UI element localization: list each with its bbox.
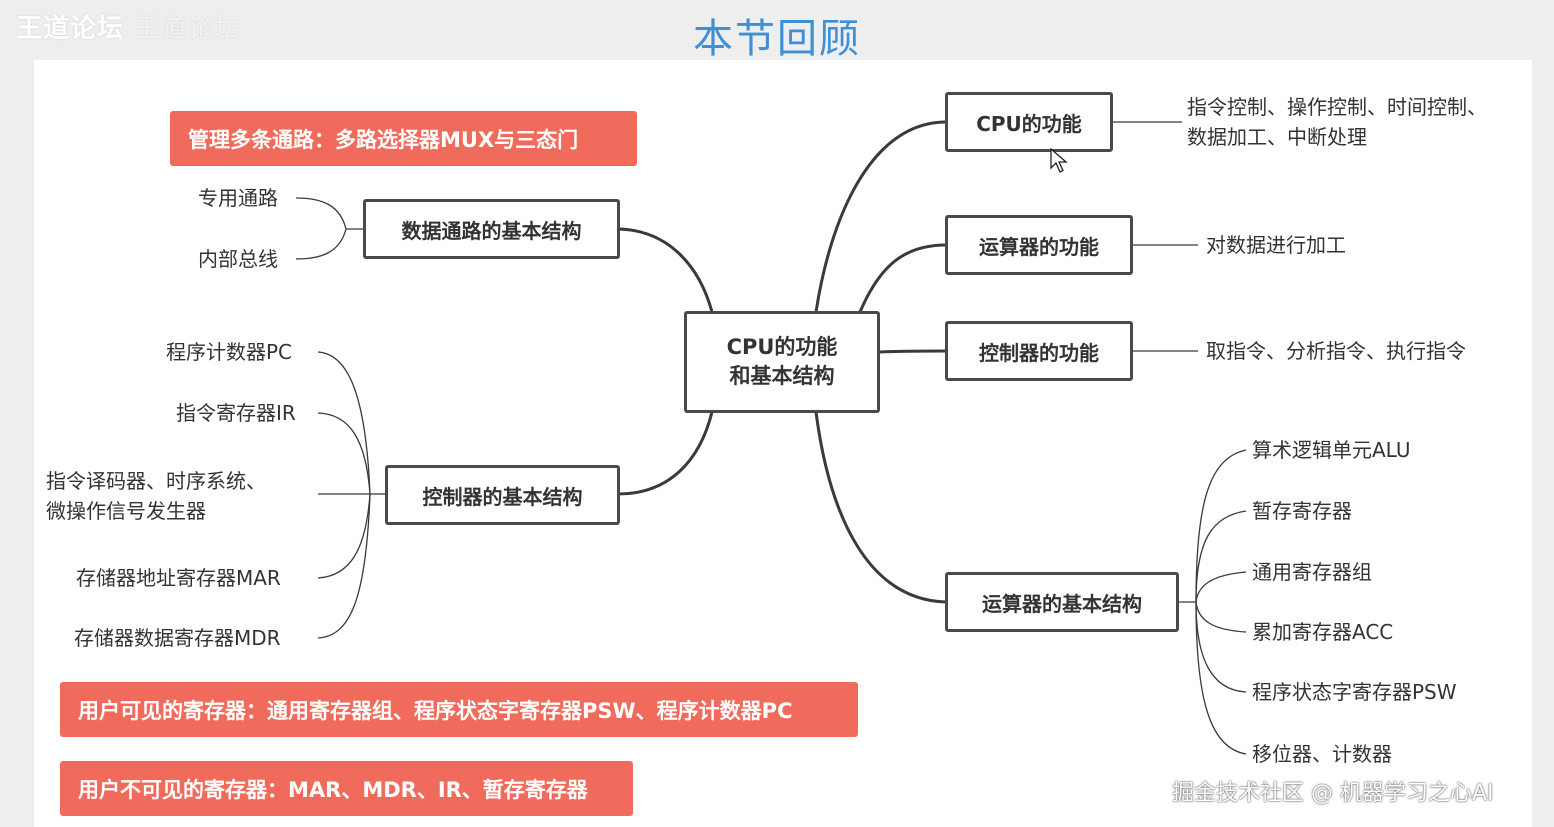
cpu-function-node[interactable]: CPU的功能: [945, 92, 1113, 152]
forum-watermark-text: 王道论坛: [16, 14, 125, 44]
page-title: 本节回顾: [693, 16, 861, 62]
alu-function-leaf: 对数据进行加工: [1206, 233, 1346, 257]
center-node[interactable]: CPU的功能 和基本结构: [684, 311, 880, 413]
mouse-pointer-icon: [1050, 148, 1068, 173]
alu-leaf-acc: 累加寄存器ACC: [1252, 620, 1394, 644]
controller-leaf-ir: 指令寄存器IR: [176, 401, 296, 425]
datapath-structure-node[interactable]: 数据通路的基本结构: [363, 199, 620, 259]
controller-function-node[interactable]: 控制器的功能: [945, 321, 1133, 381]
link-center-alu-structure: [814, 411, 947, 604]
alu-function-node[interactable]: 运算器的功能: [945, 215, 1133, 275]
invisible-registers-banner: 用户不可见的寄存器：MAR、MDR、IR、暂存寄存器: [60, 761, 633, 816]
center-node-line1: CPU的功能: [726, 335, 838, 359]
alu-leaf-general-registers: 通用寄存器组: [1252, 560, 1372, 584]
link-center-controller-function: [879, 349, 947, 354]
controller-leaf-mar: 存储器地址寄存器MAR: [76, 566, 281, 590]
forum-watermark: 王道论坛王道论坛: [16, 8, 242, 45]
link-center-alu-function: [858, 243, 947, 313]
alu-leaf-alu: 算术逻辑单元ALU: [1252, 438, 1411, 462]
mux-banner: 管理多条通路：多路选择器MUX与三态门: [170, 111, 637, 166]
juejin-watermark: 掘金技术社区 @ 机器学习之心AI: [1172, 781, 1494, 806]
controller-leaf-pc: 程序计数器PC: [166, 340, 293, 364]
visible-registers-banner: 用户可见的寄存器：通用寄存器组、程序状态字寄存器PSW、程序计数器PC: [60, 682, 858, 737]
center-node-line2: 和基本结构: [729, 364, 835, 388]
controller-structure-node[interactable]: 控制器的基本结构: [385, 465, 620, 525]
link-center-controller-structure: [617, 411, 714, 496]
cpu-function-leaf-line1: 指令控制、操作控制、时间控制、: [1187, 95, 1487, 119]
controller-leaf-decoder-line2: 微操作信号发生器: [46, 499, 206, 523]
controller-leaf-decoder-line1: 指令译码器、时序系统、: [46, 469, 266, 493]
datapath-leaf-dedicated: 专用通路: [198, 186, 278, 210]
alu-leaf-psw: 程序状态字寄存器PSW: [1252, 680, 1457, 704]
forum-watermark-faded: 王道论坛: [134, 14, 243, 44]
controller-function-leaf: 取指令、分析指令、执行指令: [1206, 339, 1466, 363]
link-center-datapath: [617, 227, 714, 313]
link-center-cpu-function: [814, 120, 947, 313]
controller-leaf-mdr: 存储器数据寄存器MDR: [74, 626, 281, 650]
cpu-function-leaf-line2: 数据加工、中断处理: [1187, 125, 1367, 149]
alu-leaf-shifter-counter: 移位器、计数器: [1252, 742, 1392, 766]
alu-leaf-temp-register: 暂存寄存器: [1252, 499, 1352, 523]
datapath-leaf-internal-bus: 内部总线: [198, 247, 278, 271]
alu-structure-node[interactable]: 运算器的基本结构: [945, 572, 1179, 632]
